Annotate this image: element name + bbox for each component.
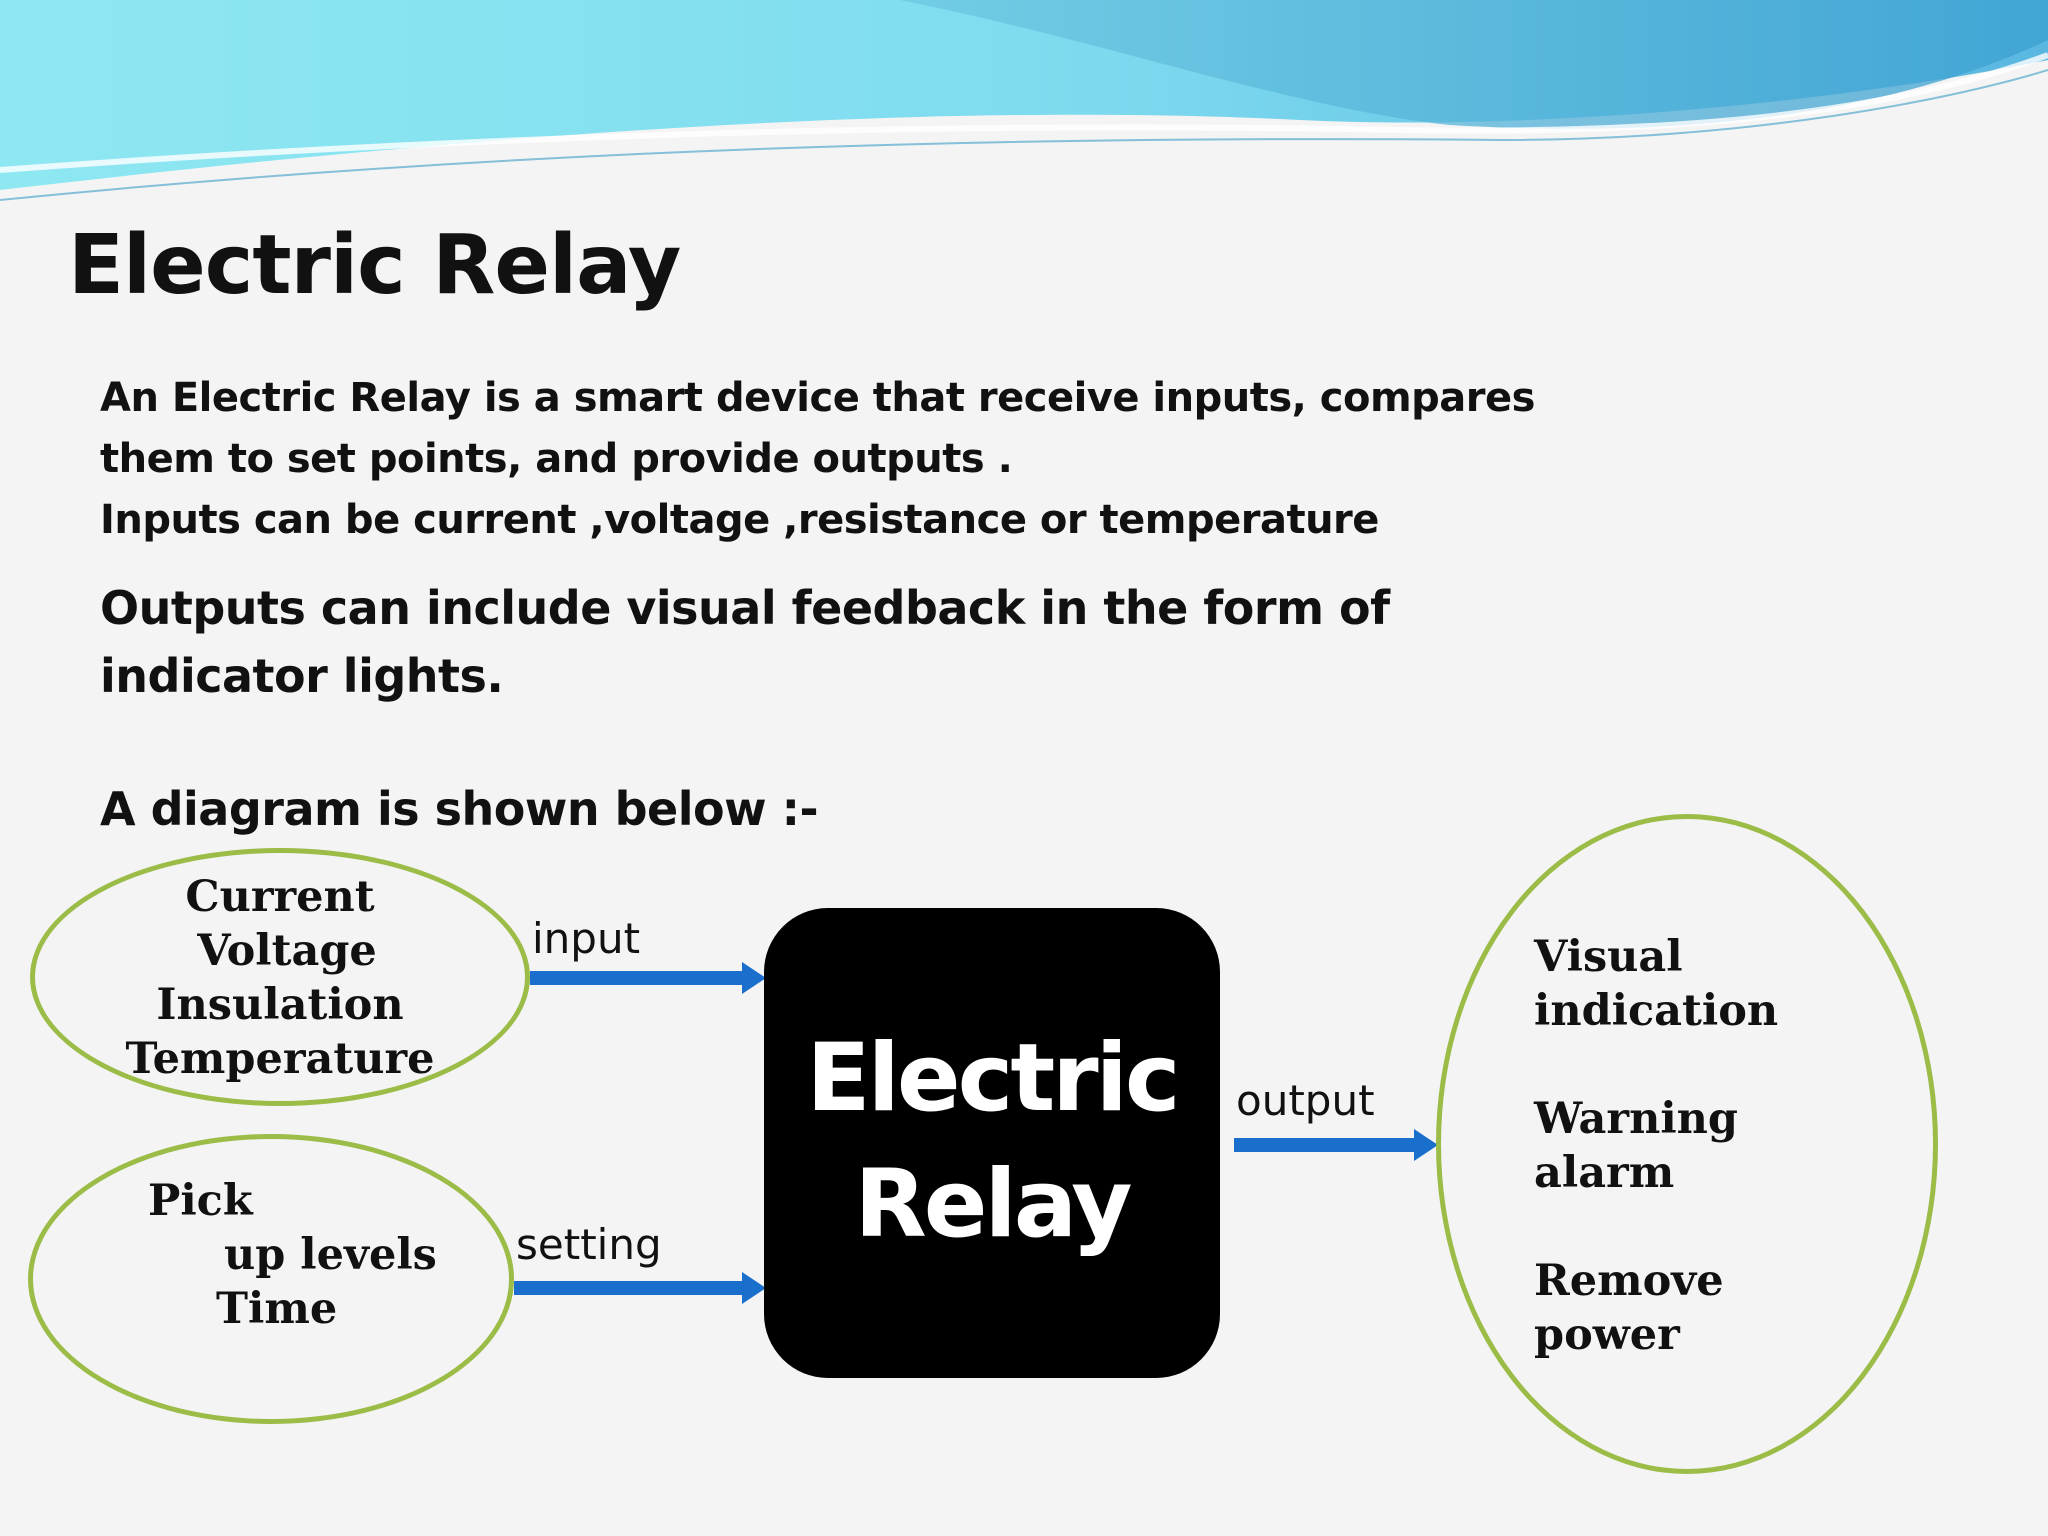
relay-label-line1: Electric xyxy=(806,1024,1180,1133)
setting-label: setting xyxy=(516,1220,662,1269)
outputs-paragraph: Outputs can include visual feedback in t… xyxy=(100,574,1390,710)
output-visual: Visual xyxy=(1534,932,1683,982)
output-alarm: alarm xyxy=(1534,1148,1675,1198)
setting-arrow-shaft xyxy=(514,1281,752,1295)
relay-box xyxy=(764,908,1220,1378)
setting-time: Time xyxy=(216,1284,338,1334)
inputs-list: Current Voltage Insulation Temperature xyxy=(60,870,500,1086)
relay-label-line2: Relay xyxy=(854,1150,1132,1259)
diagram-intro: A diagram is shown below :- xyxy=(100,782,819,836)
input-voltage: Voltage xyxy=(197,926,377,976)
output-warning: Warning xyxy=(1534,1094,1738,1144)
settings-list: Pick up levels Time xyxy=(148,1174,437,1336)
setting-up-levels: up levels xyxy=(224,1230,437,1280)
outputs-list: Visual indication Warning alarm Remove p… xyxy=(1534,930,1778,1362)
input-label: input xyxy=(532,914,641,963)
description-line: them to set points, and provide outputs … xyxy=(100,436,1013,482)
input-arrow-head xyxy=(742,962,766,994)
input-current: Current xyxy=(185,872,375,922)
output-arrow-shaft xyxy=(1234,1138,1426,1152)
description-paragraph: An Electric Relay is a smart device that… xyxy=(100,368,1535,551)
setting-arrow-head xyxy=(742,1272,766,1304)
output-remove: Remove xyxy=(1534,1256,1724,1306)
slide-title: Electric Relay xyxy=(68,218,681,313)
outputs-line: Outputs can include visual feedback in t… xyxy=(100,581,1390,635)
header-wave-decoration xyxy=(0,0,2048,240)
description-line: Inputs can be current ,voltage ,resistan… xyxy=(100,497,1379,543)
input-arrow-shaft xyxy=(530,971,752,985)
output-indication: indication xyxy=(1534,986,1779,1036)
outputs-ellipse xyxy=(1436,814,1938,1474)
input-insulation: Insulation xyxy=(156,980,404,1030)
output-label: output xyxy=(1236,1076,1375,1125)
output-arrow-head xyxy=(1414,1129,1438,1161)
description-line: An Electric Relay is a smart device that… xyxy=(100,375,1535,421)
setting-pick: Pick xyxy=(148,1176,253,1226)
settings-ellipse xyxy=(28,1134,514,1424)
input-temperature: Temperature xyxy=(125,1034,435,1084)
inputs-ellipse xyxy=(30,848,530,1106)
outputs-line: indicator lights. xyxy=(100,649,504,703)
output-power: power xyxy=(1534,1310,1680,1360)
